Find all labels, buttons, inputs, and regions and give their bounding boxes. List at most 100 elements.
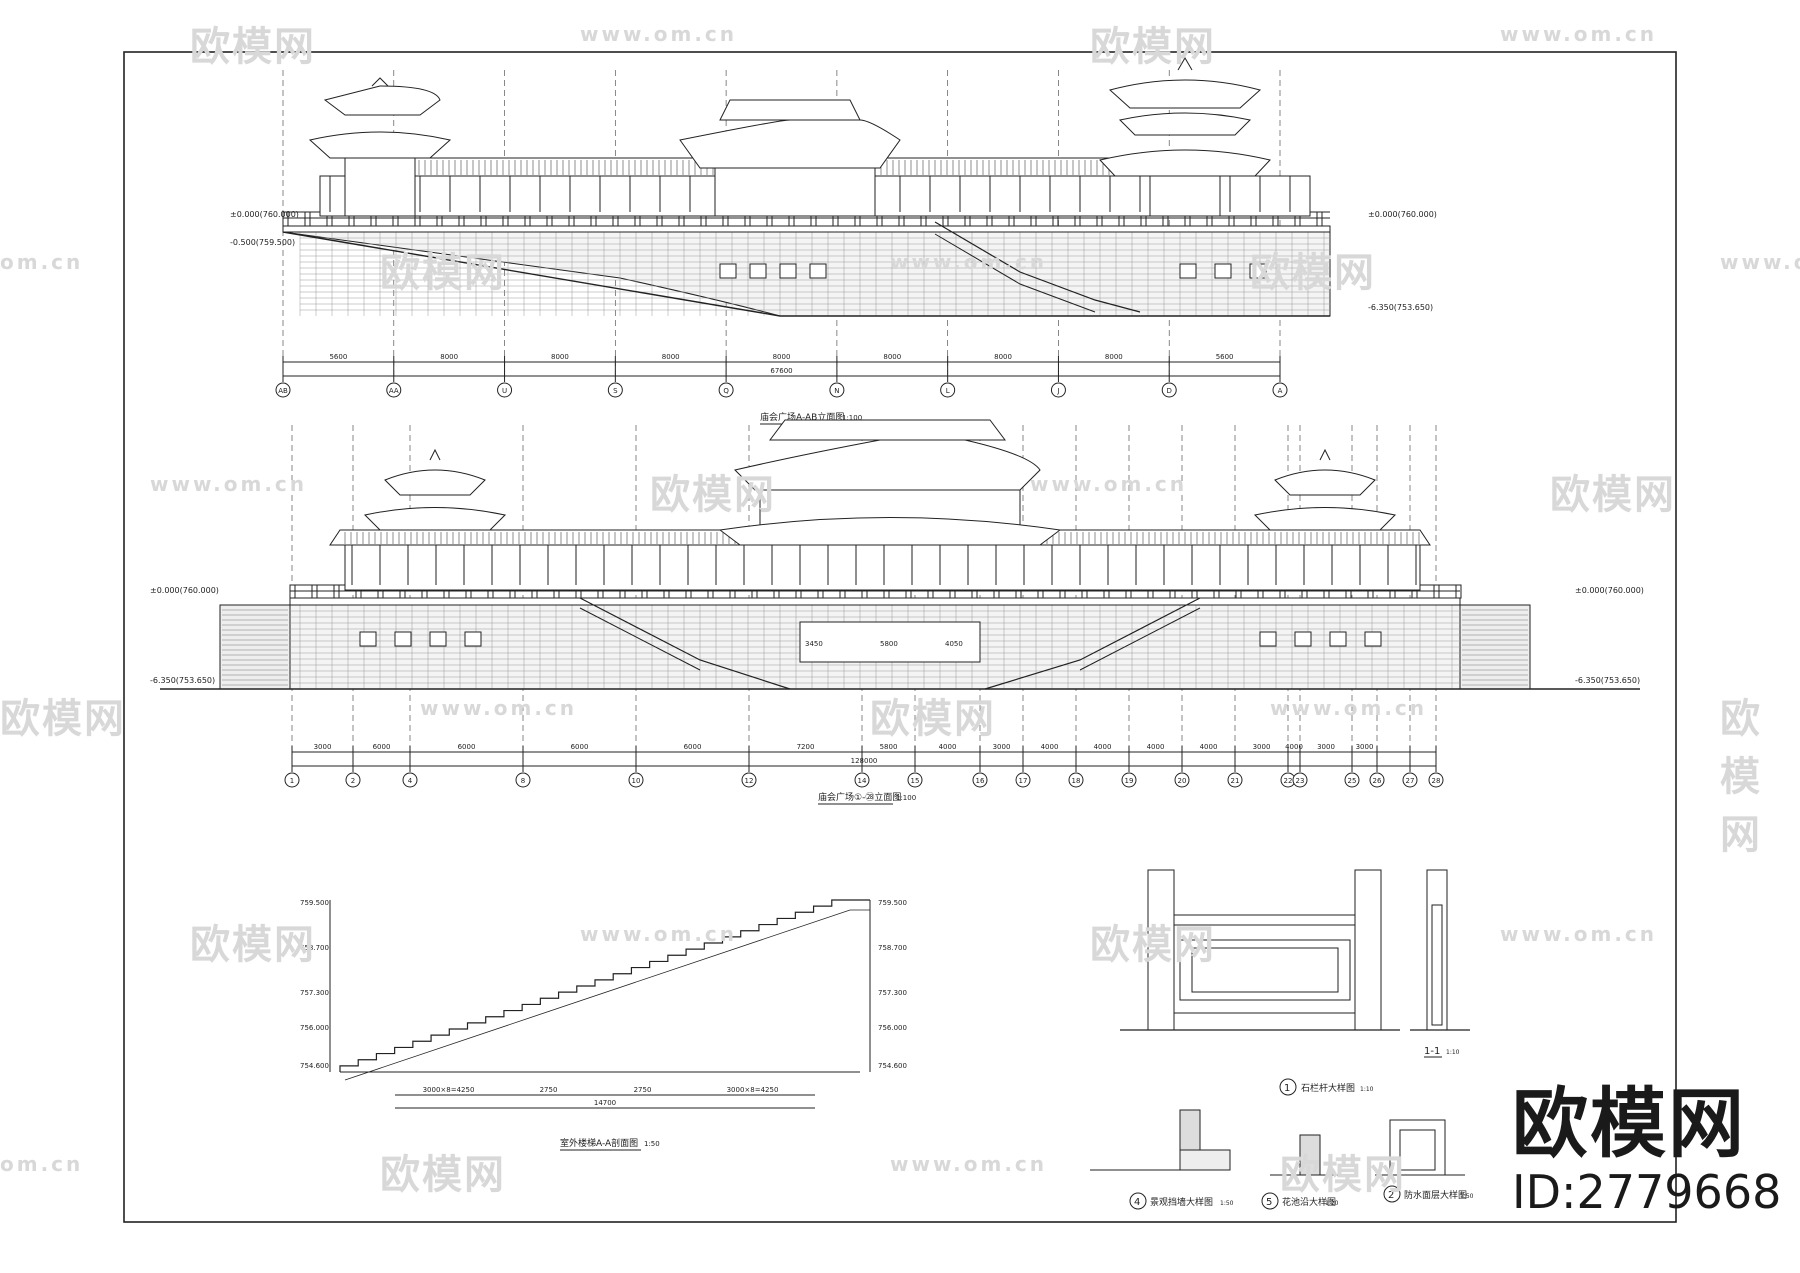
axis-label: 23 bbox=[1296, 777, 1305, 785]
axis-bubble bbox=[907, 772, 923, 788]
axis-bubble bbox=[1292, 772, 1308, 788]
axis-bubble bbox=[1015, 772, 1031, 788]
axis-label: 2 bbox=[351, 777, 355, 785]
level-tag: 754.600 bbox=[878, 1062, 907, 1070]
dim-text: 8000 bbox=[994, 353, 1012, 361]
axis-label: 19 bbox=[1125, 777, 1134, 785]
axis-bubble bbox=[402, 772, 418, 788]
dim-text: 8000 bbox=[1105, 353, 1123, 361]
section-scale: 1:50 bbox=[644, 1140, 660, 1148]
axis-label: 14 bbox=[858, 777, 867, 785]
axis-bubble bbox=[940, 382, 956, 398]
axis-label: 20 bbox=[1178, 777, 1187, 785]
axis-bubble bbox=[1272, 382, 1288, 398]
level-tag: 759.500 bbox=[300, 899, 329, 907]
axis-label: D bbox=[1167, 387, 1172, 395]
detail-4-num: 4 bbox=[1134, 1197, 1140, 1208]
axis-label: 17 bbox=[1019, 777, 1028, 785]
dim-text: 3000 bbox=[314, 743, 332, 751]
dim-text: 4000 bbox=[1094, 743, 1112, 751]
e2-inner-dim-1: 3450 bbox=[805, 640, 823, 648]
axis-bubble bbox=[275, 382, 291, 398]
axis-label: S bbox=[613, 387, 618, 395]
axis-label: 16 bbox=[976, 777, 985, 785]
level-tag: 756.000 bbox=[878, 1024, 907, 1032]
dim-text: 3000×8=4250 bbox=[727, 1086, 779, 1094]
dim-text: 7200 bbox=[797, 743, 815, 751]
axis-label: 15 bbox=[911, 777, 920, 785]
e2-level-bottom-right: -6.350(753.650) bbox=[1575, 676, 1640, 685]
e1-level-top: ±0.000(760.000) bbox=[230, 210, 299, 219]
axis-bubble bbox=[1402, 772, 1418, 788]
axis-bubble bbox=[741, 772, 757, 788]
axis-label: AB bbox=[278, 387, 288, 395]
axis-bubble bbox=[1428, 772, 1444, 788]
axis-bubble bbox=[345, 772, 361, 788]
detail-drawings: 1 石栏杆大样图 1:10 1-1 1:10 4 景观挡墙大样图 1:50 5 … bbox=[1090, 869, 1474, 1210]
dim-text: 3000 bbox=[1317, 743, 1335, 751]
axis-label: N bbox=[834, 387, 839, 395]
dim-text: 6000 bbox=[684, 743, 702, 751]
dim-text: 3000 bbox=[993, 743, 1011, 751]
axis-bubble bbox=[1050, 382, 1066, 398]
dim-text: 2750 bbox=[634, 1086, 652, 1094]
detail-2-title: 2 防水面层大样图 1:50 bbox=[1383, 1185, 1474, 1203]
axis-label: 27 bbox=[1406, 777, 1415, 785]
axis-bubble bbox=[718, 382, 734, 398]
dim-text: 8000 bbox=[551, 353, 569, 361]
axis-bubble bbox=[854, 772, 870, 788]
dim-text: 4000 bbox=[939, 743, 957, 751]
e2-level-top-right: ±0.000(760.000) bbox=[1575, 586, 1644, 595]
dim-text: 4000 bbox=[1041, 743, 1059, 751]
axis-bubble bbox=[1121, 772, 1137, 788]
detail-4-label: 景观挡墙大样图 bbox=[1150, 1196, 1213, 1208]
dim-text: 5600 bbox=[1216, 353, 1234, 361]
detail-5-num: 5 bbox=[1266, 1197, 1272, 1208]
e2-level-bottom-left: -6.350(753.650) bbox=[150, 676, 215, 685]
axis-label: A bbox=[1278, 387, 1283, 395]
brand-block: 欧模网 ID:2779668 bbox=[1512, 1084, 1781, 1220]
level-tag: 758.700 bbox=[300, 944, 329, 952]
level-tag: 756.000 bbox=[300, 1024, 329, 1032]
axis-label: 12 bbox=[745, 777, 754, 785]
axis-label: U bbox=[502, 387, 507, 395]
axis-label: 18 bbox=[1072, 777, 1081, 785]
level-tag: 757.300 bbox=[300, 989, 329, 997]
dim-text: 4000 bbox=[1200, 743, 1218, 751]
dim-text: 3000×8=4250 bbox=[423, 1086, 475, 1094]
sheet-border bbox=[123, 51, 1677, 1223]
dim-text: 3000 bbox=[1253, 743, 1271, 751]
axis-bubble bbox=[284, 772, 300, 788]
e2-inner-dim-3: 4050 bbox=[945, 640, 963, 648]
dim-text: 4000 bbox=[1285, 743, 1303, 751]
dim-total: 67600 bbox=[770, 367, 792, 375]
dim-total: 14700 bbox=[594, 1099, 616, 1107]
brand-id: ID:2779668 bbox=[1512, 1165, 1782, 1219]
level-tag: 758.700 bbox=[878, 944, 907, 952]
detail-1-num: 1 bbox=[1284, 1083, 1290, 1094]
e2-inner-dim-2: 5800 bbox=[880, 640, 898, 648]
detail-5-scale: 1:20 bbox=[1325, 1200, 1339, 1207]
dim-text: 8000 bbox=[883, 353, 901, 361]
e1-level-left: -0.500(759.500) bbox=[230, 238, 295, 247]
dim-text: 2750 bbox=[540, 1086, 558, 1094]
dim-text: 6000 bbox=[571, 743, 589, 751]
e1-level-bottom: -6.350(753.650) bbox=[1368, 303, 1433, 312]
axis-label: 8 bbox=[521, 777, 525, 785]
axis-bubble bbox=[628, 772, 644, 788]
e2-level-top-left: ±0.000(760.000) bbox=[150, 586, 219, 595]
brand-name: 欧模网 bbox=[1512, 1079, 1746, 1168]
axis-bubble bbox=[386, 382, 402, 398]
axis-bubble bbox=[1369, 772, 1385, 788]
axis-bubble bbox=[497, 382, 513, 398]
detail-5-title: 5 花池沿大样图 1:20 bbox=[1261, 1192, 1339, 1210]
e2-title: 庙会广场①-㉘立面图 bbox=[818, 791, 901, 803]
dim-total: 128000 bbox=[851, 757, 878, 765]
axis-label: Q bbox=[723, 387, 729, 395]
axis-label: 22 bbox=[1284, 777, 1293, 785]
axis-bubble bbox=[515, 772, 531, 788]
detail-2-scale: 1:50 bbox=[1460, 1193, 1474, 1200]
